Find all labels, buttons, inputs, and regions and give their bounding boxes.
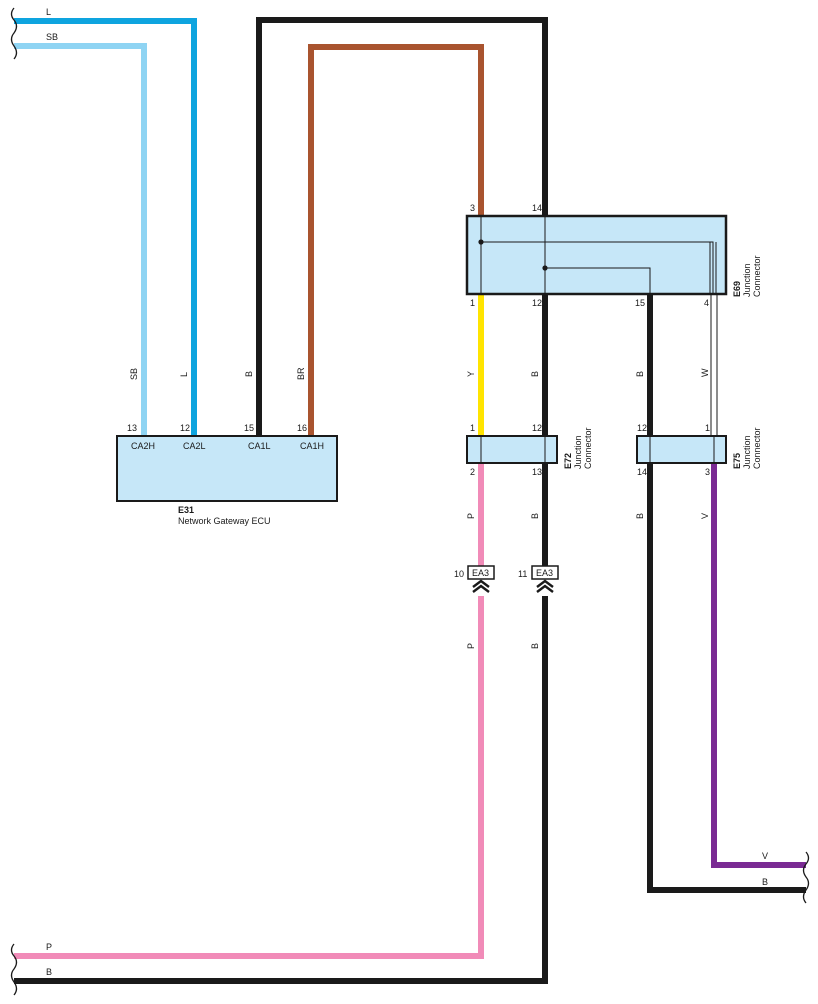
wire-label-b-ca1l: B	[244, 371, 254, 377]
ecu-pin-12: 12	[180, 423, 190, 433]
e69-desc-line2: Connector	[752, 255, 762, 297]
ecu-pin-15: 15	[244, 423, 254, 433]
ecu-pin-16: 16	[297, 423, 307, 433]
edge-label-bottom-p: P	[46, 942, 52, 952]
e69-pin-3: 3	[470, 203, 475, 213]
wire-br	[308, 44, 484, 436]
edge-label-top-sb: SB	[46, 32, 58, 42]
connector-e72: 1 12 2 13 E72 Junction Connector	[466, 423, 593, 477]
wire-label-b-lower: B	[530, 643, 540, 649]
edge-label-right-v: V	[762, 851, 768, 861]
wire-b-main	[256, 17, 548, 436]
wire-label-v: V	[700, 513, 710, 519]
break-mark-top-left	[10, 7, 18, 60]
ecu-terminal-ca2l: CA2L	[183, 441, 206, 451]
e69-pin-14: 14	[532, 203, 542, 213]
wire-b-lower	[14, 596, 548, 984]
e72-pin-2: 2	[470, 467, 475, 477]
e72-pin-1: 1	[470, 423, 475, 433]
connector-e69-box	[465, 214, 728, 296]
break-mark-bottom-left	[10, 943, 18, 996]
wire-w	[710, 293, 718, 437]
e75-pin-1: 1	[705, 423, 710, 433]
e75-pin-12: 12	[637, 423, 647, 433]
splice-point-a	[478, 239, 484, 245]
wire-label-br: BR	[296, 367, 306, 380]
e72-pin-13: 13	[532, 467, 542, 477]
wire-label-y: Y	[466, 371, 476, 377]
wire-label-b-e69-15: B	[635, 371, 645, 377]
wire-l	[14, 18, 197, 436]
wire-sb	[14, 43, 147, 436]
ecu-terminal-ca2h: CA2H	[131, 441, 155, 451]
edge-label-top-l: L	[46, 7, 51, 17]
ea3-11-chevron-icon	[536, 579, 554, 593]
e75-pin-14: 14	[637, 467, 647, 477]
e72-desc-line1: Junction	[573, 435, 583, 469]
wire-label-p-upper: P	[466, 513, 476, 519]
ecu-e31-box	[116, 435, 338, 502]
e75-desc-line1: Junction	[742, 435, 752, 469]
e75-pin-3: 3	[705, 467, 710, 477]
edge-label-bottom-b: B	[46, 967, 52, 977]
wire-p-lower	[14, 596, 484, 959]
ea3-11-pin: 11	[518, 569, 527, 579]
wire-label-b-e75-14: B	[635, 513, 645, 519]
e72-desc-line2: Connector	[583, 427, 593, 469]
wire-v	[711, 463, 806, 868]
ecu-e31: 13 12 15 16 CA2H CA2L CA1L CA1H E31 Netw…	[116, 423, 338, 526]
e69-desc-line1: Junction	[742, 263, 752, 297]
connector-e75-box	[636, 435, 727, 464]
wire-label-w: W	[700, 368, 710, 377]
ea3-10-pin: 10	[454, 569, 464, 579]
wire-label-p-lower: P	[466, 643, 476, 649]
ecu-name: Network Gateway ECU	[178, 516, 271, 526]
e69-pin-12: 12	[532, 298, 542, 308]
wire-label-sb: SB	[129, 368, 139, 380]
ecu-pin-13: 13	[127, 423, 137, 433]
inline-connector-ea3-11: 11 EA3	[518, 565, 559, 593]
wire-b-e75-14	[647, 463, 806, 893]
e75-desc-line2: Connector	[752, 427, 762, 469]
ecu-terminal-ca1l: CA1L	[248, 441, 271, 451]
edge-label-right-b: B	[762, 877, 768, 887]
ecu-code: E31	[178, 505, 194, 515]
e72-pin-12: 12	[532, 423, 542, 433]
e69-pin-1: 1	[470, 298, 475, 308]
e69-pin-15: 15	[635, 298, 645, 308]
ea3-10-chevron-icon	[472, 579, 490, 593]
ea3-10-code: EA3	[472, 568, 489, 578]
e75-code: E75	[732, 453, 742, 469]
wire-label-b-e69-12: B	[530, 371, 540, 377]
connector-e69: 3 14 1 12 15 4 E69 Junction Connector	[465, 203, 762, 308]
ea3-11-code: EA3	[536, 568, 553, 578]
e69-code: E69	[732, 281, 742, 297]
e72-code: E72	[563, 453, 573, 469]
connector-e75: 12 1 14 3 E75 Junction Connector	[636, 423, 762, 477]
wire-label-b-e72-13: B	[530, 513, 540, 519]
ecu-terminal-ca1h: CA1H	[300, 441, 324, 451]
connector-e72-box	[466, 435, 558, 464]
break-mark-right	[802, 851, 810, 904]
splice-point-b	[542, 265, 548, 271]
inline-connector-ea3-10: 10 EA3	[454, 565, 495, 593]
e69-pin-4: 4	[704, 298, 709, 308]
wire-label-l: L	[179, 372, 189, 377]
